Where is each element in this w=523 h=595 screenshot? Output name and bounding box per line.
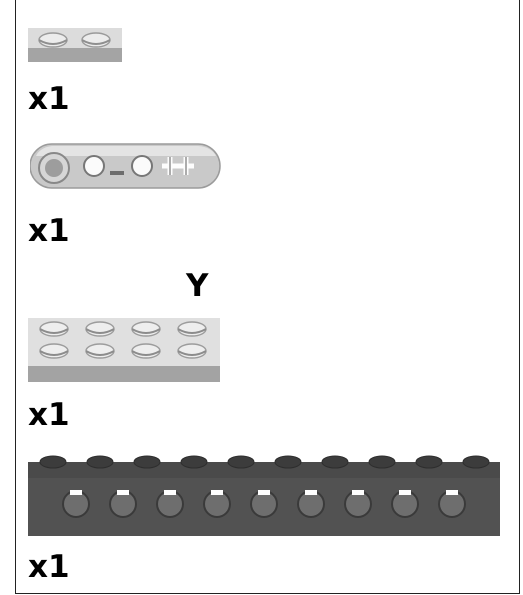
plate-2x4-image <box>28 318 220 382</box>
quantity-label: x1 <box>28 213 70 249</box>
plate-1x2-image <box>28 28 122 62</box>
quantity-label: x1 <box>28 549 70 585</box>
quantity-label: x1 <box>28 81 70 117</box>
quantity-label: x1 <box>28 397 70 433</box>
technic-liftarm-image <box>30 143 221 189</box>
technic-brick-1x10-image <box>28 455 500 536</box>
callout-label: Y <box>186 268 209 304</box>
parts-list-panel: x1 x1 Y x1 <box>15 0 520 594</box>
